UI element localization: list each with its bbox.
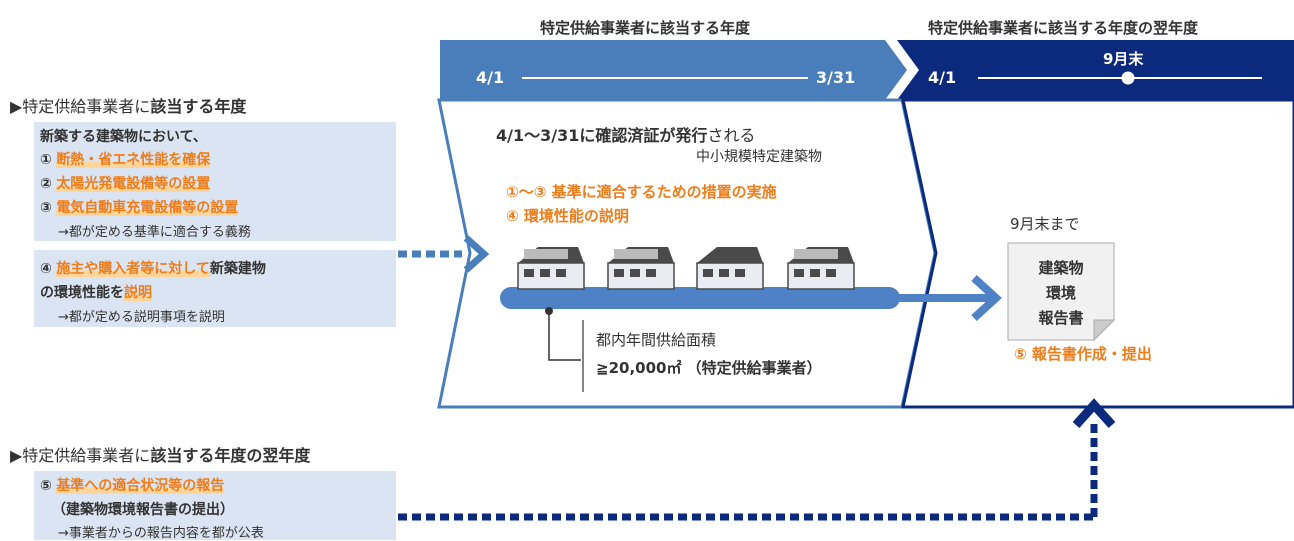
item1-num: ① (40, 152, 52, 168)
section1-heading: ▶特定供給事業者に該当する年度 (10, 93, 246, 117)
box2-line1: ④ 施主や購入者等に対して新築建物 (40, 258, 266, 278)
year1-end-date: 3/31 (816, 68, 856, 87)
dotted-arrow-head-2 (1072, 398, 1116, 429)
doc-line-2: 環境 (1045, 284, 1076, 302)
center-title-bold: 4/1～3/31に確認済証が発行 (496, 126, 708, 145)
item3-text: 電気自動車充電設備等の設置 (56, 200, 239, 216)
box1-item3: ③ 電気自動車充電設備等の設置 (40, 197, 239, 217)
area-marker-dot (545, 307, 553, 315)
measure-1: ①～③ 基準に適合するための措置の実施 (506, 183, 777, 201)
box1-item1: ① 断熱・省エネ性能を確保 (40, 149, 211, 169)
section1-heading-bold: 該当する年度 (150, 97, 247, 116)
report-document-fold (1093, 319, 1116, 342)
box2-note: →都が定める説明事項を説明 (58, 310, 225, 325)
september-end-label: 9月末 (1103, 50, 1144, 68)
center-title-rest: される (707, 126, 756, 145)
section2-heading-prefix: ▶特定供給事業者に (10, 446, 151, 465)
house-icon (787, 247, 855, 290)
year2-header-arrow (897, 40, 1294, 100)
report-document-text: 建築物 環境 報告書 (1008, 256, 1114, 331)
deadline-label: 9月末まで (1010, 215, 1080, 233)
center-title: 4/1～3/31に確認済証が発行される (496, 122, 755, 146)
item5-orange: 基準への適合状況等の報告 (56, 478, 225, 494)
section2-heading-bold: 該当する年度の翌年度 (150, 446, 311, 465)
doc-line-3: 報告書 (1038, 309, 1084, 327)
item2-text: 太陽光発電設備等の設置 (56, 176, 211, 192)
item1-text: 断熱・省エネ性能を確保 (56, 152, 211, 168)
year1-header-arrow (440, 40, 907, 100)
year1-title: 特定供給事業者に該当する年度 (540, 19, 751, 37)
dotted-arrow-head-1 (463, 235, 490, 273)
pipe-arrow-head (971, 275, 1002, 321)
report-box-line2: （建築物環境報告書の提出） (52, 502, 234, 518)
september-marker (1121, 71, 1135, 85)
report-box-note: →事業者からの報告内容を都が公表 (58, 526, 264, 541)
house-icon (517, 247, 585, 290)
item4-orange: 施主や購入者等に対して (56, 261, 210, 277)
box1-line1: 新築する建築物において、 (40, 129, 207, 145)
area-bracket (548, 313, 581, 361)
item4-dark2: の環境性能を (40, 285, 124, 301)
supply-pipe (500, 287, 900, 309)
item5-num: ⑤ (40, 478, 52, 494)
house-icon (696, 247, 764, 290)
report-box-line1: ⑤ 基準への適合状況等の報告 (40, 475, 225, 495)
box1-item2: ② 太陽光発電設備等の設置 (40, 173, 211, 193)
report-action: ⑤ 報告書作成・提出 (1014, 345, 1152, 363)
measure-2: ④ 環境性能の説明 (506, 207, 629, 225)
center-subtitle: 中小規模特定建築物 (696, 149, 822, 165)
box1-note: →都が定める基準に適合する義務 (58, 225, 251, 240)
house-icon (607, 247, 675, 290)
item2-num: ② (40, 176, 52, 192)
section2-heading: ▶特定供給事業者に該当する年度の翌年度 (10, 442, 310, 466)
year2-start-date: 4/1 (928, 68, 957, 87)
item4-num: ④ (40, 261, 52, 277)
year1-start-date: 4/1 (476, 68, 505, 87)
area-value: ≧20,000㎡ （特定供給事業者） (596, 359, 822, 377)
section1-heading-prefix: ▶特定供給事業者に (10, 97, 151, 116)
item4-dark: 新築建物 (209, 261, 266, 277)
doc-line-1: 建築物 (1038, 259, 1084, 277)
item3-num: ③ (40, 200, 52, 216)
year2-title: 特定供給事業者に該当する年度の翌年度 (928, 19, 1199, 37)
item4-orange2: 説明 (124, 285, 152, 301)
box2-line2: の環境性能を説明 (40, 282, 152, 302)
area-label: 都内年間供給面積 (596, 331, 717, 349)
